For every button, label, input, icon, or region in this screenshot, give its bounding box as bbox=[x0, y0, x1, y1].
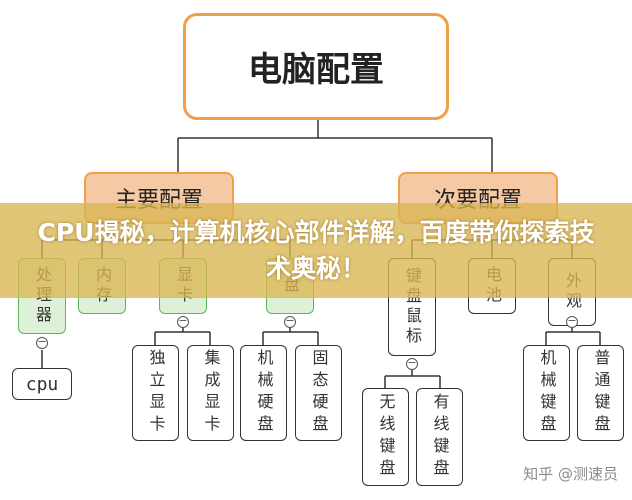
collapse-processor-icon[interactable]: − bbox=[36, 335, 48, 349]
leaf-wireless-keyboard: 无线键盘 bbox=[362, 388, 409, 486]
leaf-hdd: 机械硬盘 bbox=[240, 345, 287, 441]
title-banner: CPU揭秘，计算机核心部件详解，百度带你探索技术奥秘！ bbox=[0, 203, 632, 298]
watermark: 知乎 @测速员 bbox=[523, 465, 618, 483]
collapse-disk-icon[interactable]: − bbox=[284, 314, 296, 328]
root-node: 电脑配置 bbox=[183, 13, 449, 120]
leaf-dedicated-gpu: 集成显卡 bbox=[187, 345, 234, 441]
leaf-mechanical-keyboard: 机械键盘 bbox=[523, 345, 570, 441]
leaf-integrated-gpu: 独立显卡 bbox=[132, 345, 179, 441]
collapse-appearance-icon[interactable]: − bbox=[566, 314, 578, 328]
banner-title: CPU揭秘，计算机核心部件详解，百度带你探索技术奥秘！ bbox=[37, 217, 595, 283]
collapse-graphics-icon[interactable]: − bbox=[177, 314, 189, 328]
leaf-ssd: 固态硬盘 bbox=[295, 345, 342, 441]
leaf-regular-keyboard: 普通键盘 bbox=[577, 345, 624, 441]
leaf-wired-keyboard: 有线键盘 bbox=[416, 388, 463, 486]
leaf-cpu: cpu bbox=[12, 368, 72, 400]
collapse-keyboard-mouse-icon[interactable]: − bbox=[406, 356, 418, 370]
